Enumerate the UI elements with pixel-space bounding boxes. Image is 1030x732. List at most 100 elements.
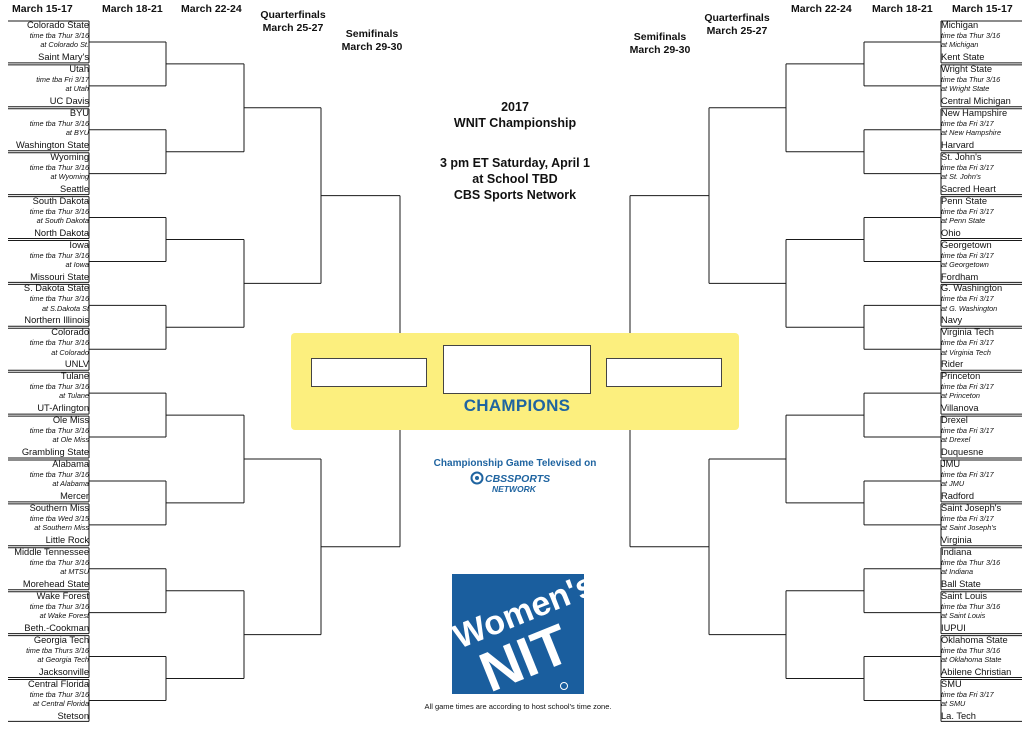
game-site: at Central Florida	[33, 698, 89, 708]
game-site: at BYU	[65, 128, 89, 137]
team-name: North Dakota	[34, 227, 89, 238]
game-site: at Georgetown	[941, 259, 989, 269]
team-name: Fordham	[941, 271, 979, 282]
team-name: Ball State	[941, 578, 981, 589]
team-name: Radford	[941, 491, 975, 501]
televised-label: Championship Game Televised on	[433, 458, 597, 469]
game-time: time tba Thur 3/16	[29, 206, 89, 216]
team-name: Alabama	[52, 459, 89, 469]
team-name: Wyoming	[50, 151, 89, 162]
game-site: at Saint Louis	[941, 610, 986, 620]
team-name: Drexel	[941, 415, 968, 426]
game-time: time tba Thur 3/16	[941, 31, 1001, 40]
game-time: time tba Fri 3/17	[941, 118, 994, 128]
team-name: Penn State	[941, 195, 988, 206]
game-time: time tba Thur 3/16	[29, 294, 89, 304]
game-time: time tba Thurs 3/16	[26, 645, 89, 655]
network-logo-top-text: CBSSPORTS	[485, 473, 550, 485]
team-name: Beth.-Cookman	[24, 622, 89, 633]
game-site: at Ole Miss	[52, 435, 90, 445]
team-name: Michigan	[941, 20, 979, 30]
team-name: La. Tech	[941, 710, 976, 721]
team-name: Saint Louis	[941, 590, 987, 601]
team-name: Middle Tennessee	[14, 546, 89, 557]
team-name: St. John's	[941, 151, 982, 162]
game-site: at Alabama	[52, 479, 89, 489]
team-name: JMU	[941, 459, 961, 469]
team-name: Rider	[941, 359, 964, 370]
team-name: Stetson	[57, 710, 89, 721]
team-name: UC Davis	[49, 95, 89, 106]
team-name: Saint Joseph's	[941, 502, 1002, 513]
game-time: time tba Thur 3/16	[941, 601, 1001, 611]
championship-site: at School TBD	[472, 172, 558, 186]
game-time: time tba Fri 3/17	[941, 162, 994, 172]
team-name: Iowa	[69, 239, 89, 250]
right-col-header-third-round: March 22-24	[791, 3, 852, 15]
right-semifinals-header: Semifinals March 29-30	[620, 31, 700, 57]
game-time: time tba Thur 3/16	[941, 74, 1001, 84]
team-name: UNLV	[64, 359, 89, 370]
game-site: at Colorado St.	[40, 40, 89, 50]
team-name: G. Washington	[941, 283, 1003, 294]
game-site: at Wyoming	[50, 171, 89, 181]
team-name: Mercer	[60, 491, 89, 501]
game-site: at Princeton	[941, 391, 980, 401]
game-site: at Indiana	[941, 567, 974, 576]
game-time: time tba Fri 3/17	[941, 513, 994, 523]
game-time: time tba Fri 3/17	[941, 426, 994, 436]
right-col-header-first-round: March 15-17	[952, 3, 1013, 15]
game-time: time tba Thur 3/16	[29, 689, 89, 699]
time-zone-footnote: All game times are according to host sch…	[424, 702, 612, 711]
champions-label: CHAMPIONS	[463, 396, 571, 415]
left-quarterfinals-header: Quarterfinals March 25-27	[250, 9, 336, 35]
quarterfinals-label: Quarterfinals	[260, 9, 326, 21]
team-name: Indiana	[941, 546, 972, 557]
game-time: time tba Fri 3/17	[941, 294, 994, 304]
game-time: time tba Fri 3/17	[941, 382, 994, 392]
team-name: Grambling State	[21, 447, 89, 458]
game-site: at Drexel	[941, 435, 971, 445]
left-col-header-third-round: March 22-24	[181, 3, 242, 15]
network-logo-bottom-text: NETWORK	[492, 484, 537, 494]
team-name: Virginia Tech	[941, 327, 994, 338]
team-name: Little Rock	[45, 534, 89, 545]
game-time: time tba Fri 3/17	[941, 206, 994, 216]
team-name: Tulane	[60, 371, 89, 382]
team-name: BYU	[69, 107, 89, 118]
game-site: at Michigan	[941, 40, 979, 50]
semifinals-dates: March 29-30	[629, 44, 691, 56]
game-site: at Wright State	[941, 84, 990, 94]
team-name: Jacksonville	[38, 666, 89, 677]
